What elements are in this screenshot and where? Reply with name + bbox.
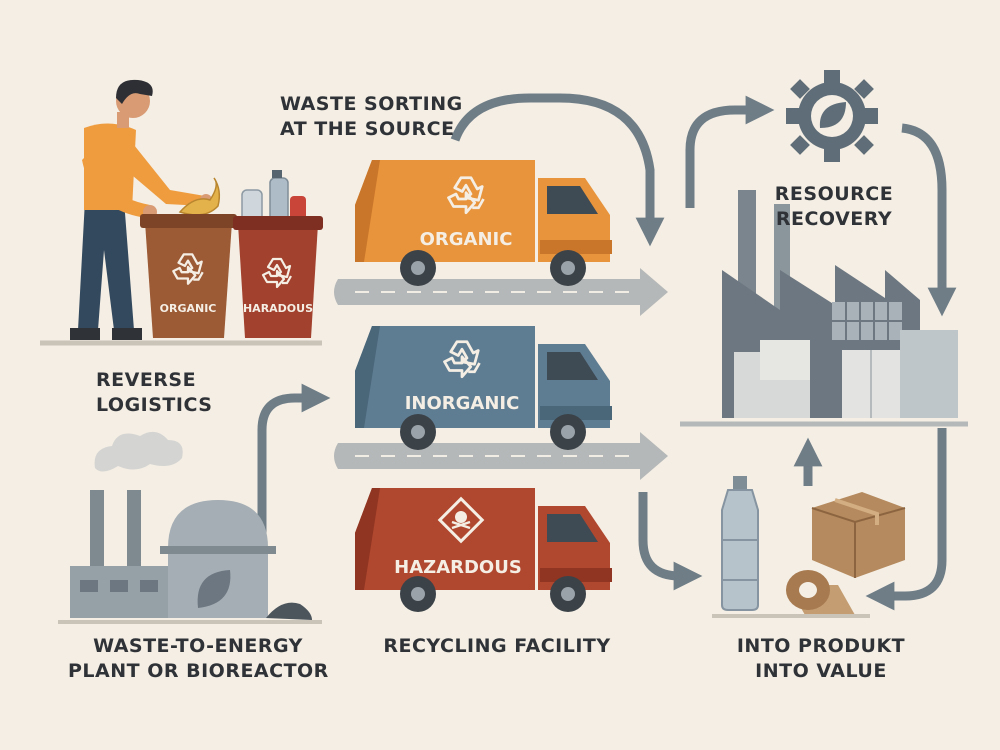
- banana-peel-icon: [178, 177, 221, 216]
- person-sorting-waste: ORGANIC HARADOUS: [40, 79, 323, 346]
- arrow-sorting-to-truck: [450, 93, 665, 247]
- road-top: [334, 268, 668, 316]
- label-reverse-logistics-line2: LOGISTICS: [96, 394, 213, 416]
- arrow-trucks-to-products: [638, 492, 703, 591]
- arrow-gear-to-factory: [901, 123, 957, 317]
- label-into-produkt: INTO PRODUKT INTO VALUE: [718, 634, 924, 684]
- arrow-energy-to-trucks: [257, 383, 331, 560]
- truck-organic: ORGANIC: [355, 160, 612, 286]
- label-waste-sorting-line1: WASTE SORTING: [280, 93, 463, 115]
- truck-hazardous: HAZARDOUS: [355, 488, 612, 612]
- label-waste-sorting-line2: AT THE SOURCE: [280, 118, 455, 140]
- bottle-icon: [721, 476, 759, 611]
- truck-inorganic-label: INORGANIC: [405, 393, 520, 414]
- factory-icon: [722, 190, 958, 418]
- tape-roll-icon: [786, 570, 855, 615]
- hazardous-bin-label: HARADOUS: [243, 302, 313, 315]
- label-resource-recovery-line1: RESOURCE: [774, 183, 894, 205]
- bottles-in-bin-icon: [241, 170, 306, 226]
- label-resource-recovery-line2: RECOVERY: [775, 208, 893, 230]
- label-waste-to-energy-line2: PLANT OR BIOREACTOR: [68, 660, 329, 682]
- label-waste-to-energy-line1: WASTE-TO-ENERGY: [93, 635, 303, 657]
- label-reverse-logistics-line1: REVERSE: [96, 369, 197, 391]
- organic-bin-label: ORGANIC: [160, 302, 217, 315]
- organic-bin: ORGANIC: [140, 214, 237, 338]
- hazard-icon: [437, 496, 485, 544]
- truck-inorganic: INORGANIC: [355, 326, 612, 450]
- label-into-produkt-line2: INTO VALUE: [755, 660, 887, 682]
- label-recycling-facility: RECYCLING FACILITY: [372, 634, 622, 659]
- hazardous-bin: HARADOUS: [233, 216, 323, 338]
- gear-leaf-icon: [786, 70, 878, 162]
- label-reverse-logistics: REVERSE LOGISTICS: [96, 368, 212, 418]
- label-waste-to-energy: WASTE-TO-ENERGY PLANT OR BIOREACTOR: [68, 634, 328, 684]
- truck-organic-label: ORGANIC: [420, 229, 513, 250]
- bioreactor-icon: [70, 431, 312, 620]
- label-resource-recovery: RESOURCE RECOVERY: [768, 182, 900, 232]
- arrow-to-resource-recovery: [685, 95, 775, 208]
- label-into-produkt-line1: INTO PRODUKT: [736, 635, 906, 657]
- arrow-factory-to-products: [865, 428, 947, 611]
- cardboard-box-icon: [811, 492, 906, 578]
- label-waste-sorting: WASTE SORTING AT THE SOURCE: [280, 92, 463, 142]
- label-recycling-facility-text: RECYCLING FACILITY: [383, 635, 611, 657]
- truck-hazardous-label: HAZARDOUS: [394, 557, 522, 578]
- road-middle: [334, 432, 668, 480]
